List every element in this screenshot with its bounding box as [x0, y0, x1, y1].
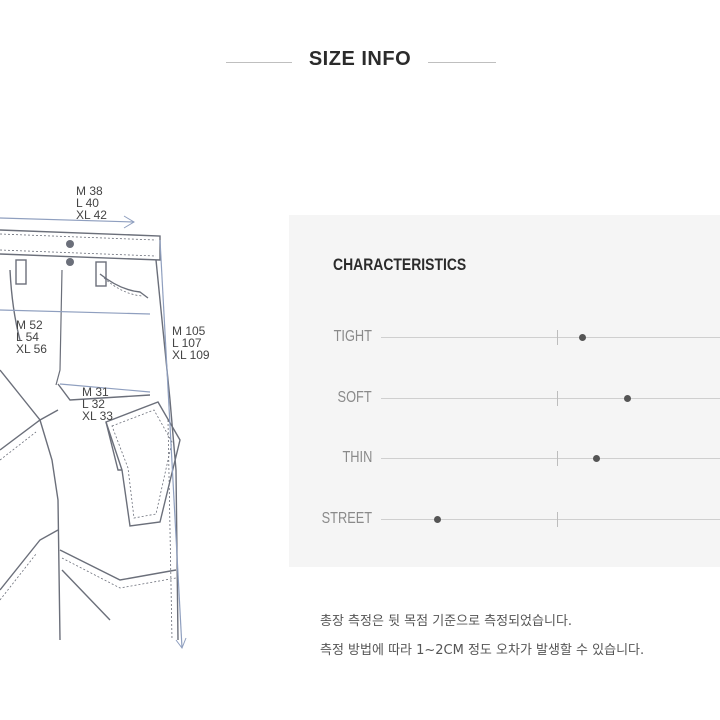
characteristics-title: CHARACTERISTICS [333, 255, 467, 274]
characteristic-midpoint-tick [557, 391, 558, 406]
thigh-size-xl: XL 33 [82, 409, 113, 423]
pants-size-diagram: M 38 L 40 XL 42 M 52 L 54 XL 56 M 105 L … [0, 184, 210, 650]
header-line-left [226, 62, 292, 63]
thigh-measure-line [59, 383, 151, 393]
characteristic-midpoint-tick [557, 512, 558, 527]
length-size-l: L 107 [172, 336, 202, 350]
measurement-note-1: 총장 측정은 뒷 목점 기준으로 측정되었습니다. [320, 614, 573, 629]
waist-size-l: L 40 [76, 196, 99, 210]
characteristic-track [381, 337, 720, 338]
button-icon [66, 258, 74, 266]
characteristic-level-dot [592, 455, 600, 462]
characteristics-panel: CHARACTERISTICS TIGHT SOFT THIN STREET [289, 215, 720, 567]
characteristic-row-soft: SOFT [289, 383, 720, 413]
hip-size-l: L 54 [16, 330, 39, 344]
characteristic-level-dot [623, 395, 631, 402]
length-measure-line [159, 239, 183, 649]
size-info-header: SIZE INFO [0, 38, 720, 86]
hip-size-xl: XL 56 [16, 342, 47, 356]
characteristic-track [381, 519, 720, 520]
characteristic-label: STREET [321, 510, 373, 527]
characteristic-level-dot [578, 334, 586, 341]
characteristic-level-dot [433, 516, 441, 523]
characteristic-row-street: STREET [289, 504, 720, 534]
button-icon [66, 240, 74, 248]
waist-size-m: M 38 [76, 184, 103, 198]
thigh-size-m: M 31 [82, 385, 109, 399]
length-size-m: M 105 [172, 324, 206, 338]
characteristic-midpoint-tick [557, 330, 558, 345]
hip-measure-line [0, 309, 151, 315]
characteristic-track [381, 458, 720, 459]
page-title: SIZE INFO [308, 48, 412, 70]
waist-size-xl: XL 42 [76, 208, 107, 222]
characteristic-label: TIGHT [333, 328, 372, 345]
characteristic-row-tight: TIGHT [289, 322, 720, 352]
length-size-xl: XL 109 [172, 348, 210, 362]
waist-measure-line [0, 217, 135, 223]
hip-size-m: M 52 [16, 318, 43, 332]
characteristic-track [381, 398, 720, 399]
characteristic-midpoint-tick [557, 451, 558, 466]
measurement-note-2: 측정 방법에 따라 1~2CM 정도 오차가 발생할 수 있습니다. [320, 643, 645, 658]
pants-outline [155, 259, 179, 641]
characteristic-label: SOFT [337, 389, 372, 406]
header-line-right [428, 62, 496, 63]
characteristic-label: THIN [342, 449, 372, 466]
thigh-size-l: L 32 [82, 397, 105, 411]
characteristic-row-thin: THIN [289, 443, 720, 473]
